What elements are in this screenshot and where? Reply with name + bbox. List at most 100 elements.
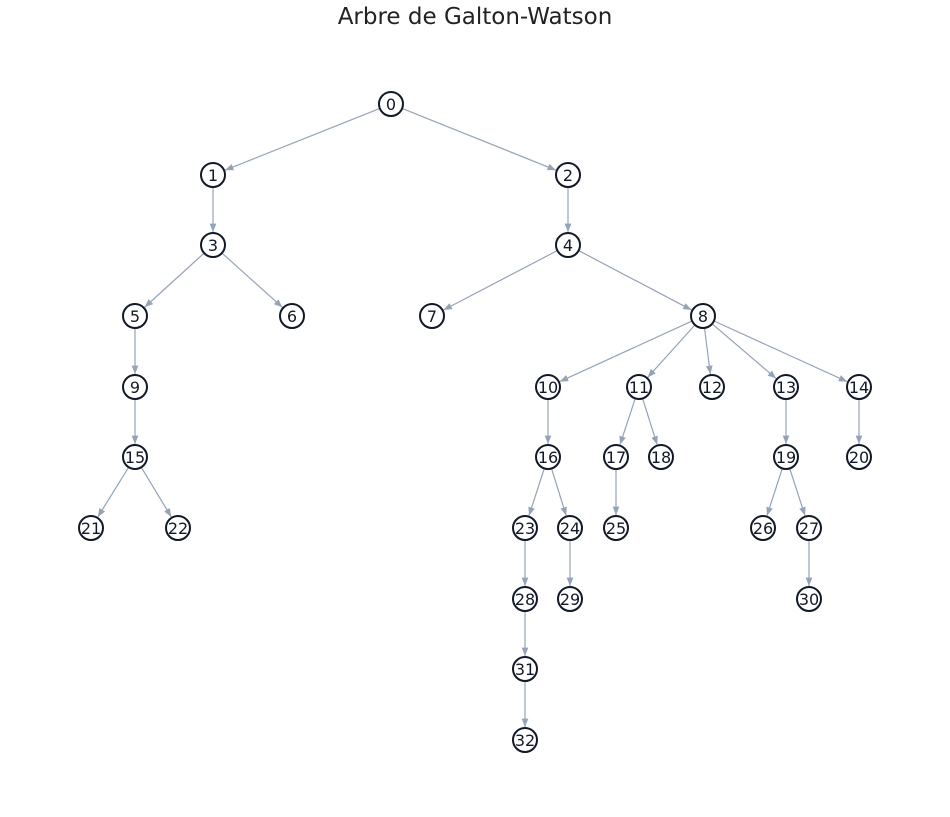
node-13: 13 — [773, 374, 799, 400]
node-circle — [419, 303, 445, 329]
node-circle — [279, 303, 305, 329]
node-11: 11 — [626, 374, 652, 400]
node-21: 21 — [78, 515, 104, 541]
node-31: 31 — [512, 656, 538, 682]
node-label: 17 — [606, 448, 626, 467]
node-circle — [555, 232, 581, 258]
node-circle — [626, 374, 652, 400]
node-circle — [555, 162, 581, 188]
node-circle — [796, 586, 822, 612]
node-circle — [512, 727, 538, 753]
node-9: 9 — [122, 374, 148, 400]
node-32: 32 — [512, 727, 538, 753]
node-label: 5 — [130, 307, 140, 326]
node-circle — [846, 444, 872, 470]
node-circle — [699, 374, 725, 400]
node-27: 27 — [796, 515, 822, 541]
edge-19-26 — [766, 469, 783, 516]
node-5: 5 — [122, 303, 148, 329]
node-label: 27 — [799, 519, 819, 538]
edge-4-8 — [579, 250, 692, 311]
node-label: 3 — [208, 236, 218, 255]
node-23: 23 — [512, 515, 538, 541]
node-label: 31 — [515, 660, 535, 679]
node-circle — [557, 515, 583, 541]
node-label: 1 — [208, 166, 218, 185]
node-label: 29 — [560, 590, 580, 609]
node-label: 21 — [81, 519, 101, 538]
node-label: 2 — [563, 166, 573, 185]
node-circle — [512, 515, 538, 541]
node-24: 24 — [557, 515, 583, 541]
edge-16-23 — [528, 469, 545, 516]
node-label: 13 — [776, 378, 796, 397]
edge-15-22 — [141, 467, 172, 518]
edge-8-14 — [714, 320, 848, 383]
node-19: 19 — [773, 444, 799, 470]
node-label: 7 — [427, 307, 437, 326]
node-circle — [200, 162, 226, 188]
node-circle — [165, 515, 191, 541]
edge-3-6 — [222, 253, 283, 308]
node-0: 0 — [378, 91, 404, 117]
node-circle — [512, 586, 538, 612]
node-circle — [603, 515, 629, 541]
node-label: 9 — [130, 378, 140, 397]
node-label: 4 — [563, 236, 573, 255]
node-3: 3 — [200, 232, 226, 258]
node-18: 18 — [648, 444, 674, 470]
node-label: 30 — [799, 590, 819, 609]
node-2: 2 — [555, 162, 581, 188]
node-circle — [78, 515, 104, 541]
node-17: 17 — [603, 444, 629, 470]
node-1: 1 — [200, 162, 226, 188]
node-circle — [846, 374, 872, 400]
edges-layer — [97, 108, 863, 727]
node-circle — [535, 444, 561, 470]
edge-8-11 — [647, 325, 695, 378]
node-circle — [648, 444, 674, 470]
edge-3-5 — [144, 253, 204, 308]
node-22: 22 — [165, 515, 191, 541]
node-label: 18 — [651, 448, 671, 467]
node-label: 11 — [629, 378, 649, 397]
edge-0-2 — [402, 108, 557, 171]
edge-8-10 — [559, 320, 692, 383]
node-6: 6 — [279, 303, 305, 329]
node-circle — [122, 444, 148, 470]
edge-15-21 — [97, 467, 129, 518]
node-label: 8 — [698, 307, 708, 326]
node-label: 16 — [538, 448, 558, 467]
node-circle — [557, 586, 583, 612]
edge-11-18 — [642, 399, 658, 445]
node-15: 15 — [122, 444, 148, 470]
node-25: 25 — [603, 515, 629, 541]
node-4: 4 — [555, 232, 581, 258]
node-circle — [690, 303, 716, 329]
diagram-title: Arbre de Galton-Watson — [337, 4, 613, 30]
node-28: 28 — [512, 586, 538, 612]
node-circle — [535, 374, 561, 400]
node-circle — [122, 374, 148, 400]
edge-19-27 — [789, 469, 806, 516]
node-circle — [512, 656, 538, 682]
node-circle — [773, 444, 799, 470]
node-30: 30 — [796, 586, 822, 612]
node-12: 12 — [699, 374, 725, 400]
node-circle — [750, 515, 776, 541]
node-label: 28 — [515, 590, 535, 609]
node-16: 16 — [535, 444, 561, 470]
node-label: 14 — [849, 378, 869, 397]
node-label: 25 — [606, 519, 626, 538]
node-label: 6 — [287, 307, 297, 326]
node-label: 23 — [515, 519, 535, 538]
edge-16-24 — [551, 469, 567, 516]
node-26: 26 — [750, 515, 776, 541]
edge-11-17 — [619, 399, 636, 445]
node-29: 29 — [557, 586, 583, 612]
node-20: 20 — [846, 444, 872, 470]
node-7: 7 — [419, 303, 445, 329]
node-label: 26 — [753, 519, 773, 538]
node-circle — [773, 374, 799, 400]
